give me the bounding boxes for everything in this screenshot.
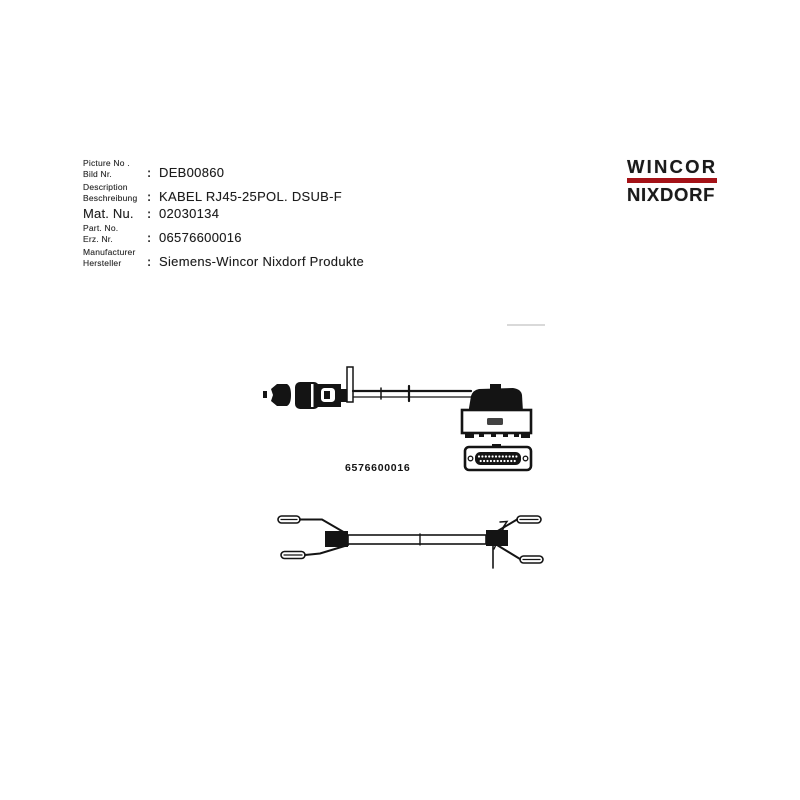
cable-technical-drawing: 6576600016 — [263, 324, 545, 569]
field-label-de: Hersteller — [83, 258, 122, 268]
field-label-de: Erz. Nr. — [83, 234, 113, 244]
colon-separator: : — [147, 190, 152, 204]
dsub-feet — [465, 433, 530, 438]
field-label-en: Description — [83, 182, 128, 192]
schematic-cable — [347, 534, 487, 545]
rj45-plug-front-view — [263, 384, 291, 406]
rj45-connector-side-view — [295, 382, 349, 409]
field-label-en: Part. No. — [83, 223, 119, 233]
metadata-block: Picture No . Bild Nr. : DEB00860 Descrip… — [83, 158, 413, 269]
colon-separator: : — [147, 166, 152, 180]
field-label-de: Beschreibung — [83, 193, 138, 203]
meta-row-manufacturer: Manufacturer Hersteller : Siemens-Wincor… — [83, 247, 413, 269]
dsub-screw-right — [522, 455, 529, 462]
part-number-label: 6576600016 — [345, 462, 410, 474]
terminal-top-left — [277, 515, 301, 524]
meta-row-description: Description Beschreibung : KABEL RJ45-25… — [83, 182, 413, 204]
logo-word-wincor: WINCOR — [627, 156, 718, 177]
lead-top-left — [299, 518, 348, 535]
material-no-value: 02030134 — [159, 206, 220, 221]
splice-block-left — [325, 531, 348, 547]
lead-top-right — [495, 518, 518, 533]
cable-tie-marker — [346, 366, 354, 403]
dsub-screw-left — [467, 455, 474, 462]
cable-run — [351, 384, 480, 405]
part-no-value: 06576600016 — [159, 230, 242, 245]
dsub-marking — [487, 418, 503, 425]
description-value: KABEL RJ45-25POL. DSUB-F — [159, 189, 343, 204]
colon-separator: : — [147, 207, 152, 221]
logo-word-nixdorf: NIXDORF — [627, 184, 716, 205]
terminal-bottom-left — [280, 550, 306, 560]
lead-bottom-right — [496, 544, 521, 560]
dsub-connector-side-view — [460, 384, 533, 438]
cross-lead — [493, 524, 506, 550]
field-label-en: Manufacturer — [83, 247, 136, 257]
terminal-top-right — [516, 515, 542, 524]
y-cable-schematic — [277, 515, 544, 569]
field-label-de: Bild Nr. — [83, 169, 112, 179]
colon-separator: : — [147, 255, 152, 269]
dsub-pins — [477, 455, 518, 463]
dsub-face-view — [463, 444, 533, 472]
terminal-bottom-right — [519, 555, 544, 564]
meta-row-part-no: Part. No. Erz. Nr. : 06576600016 — [83, 223, 413, 245]
meta-row-picture-no: Picture No . Bild Nr. : DEB00860 — [83, 158, 413, 180]
manufacturer-value: Siemens-Wincor Nixdorf Produkte — [159, 254, 365, 269]
logo-red-bar — [627, 178, 717, 183]
meta-row-mat-no: Mat. Nu. : 02030134 — [83, 206, 413, 221]
cable-assembly-side-view — [263, 366, 533, 472]
splice-block-right — [486, 530, 508, 546]
colon-separator: : — [147, 231, 152, 245]
field-label: Mat. Nu. — [83, 206, 134, 221]
wincor-nixdorf-logo: WINCOR NIXDORF — [627, 157, 718, 205]
dsub-hood-bump — [490, 384, 501, 391]
field-label-en: Picture No . — [83, 158, 130, 168]
lead-bottom-left — [304, 544, 349, 556]
picture-no-value: DEB00860 — [159, 165, 225, 180]
dsub-hood — [469, 388, 523, 412]
